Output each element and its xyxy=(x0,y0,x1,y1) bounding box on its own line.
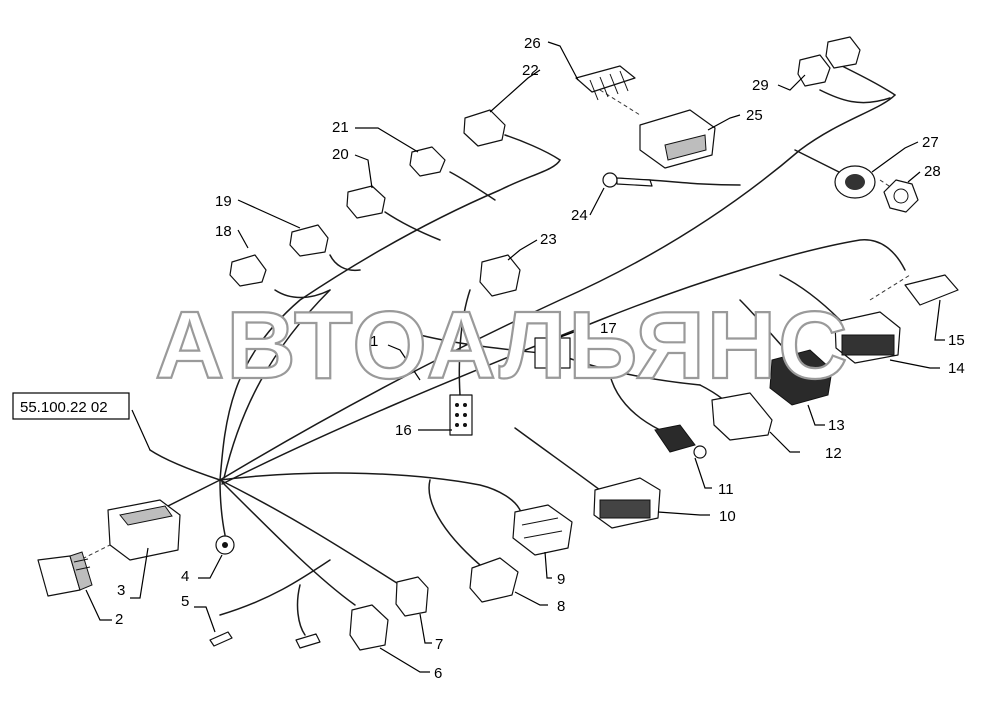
part-18-connector xyxy=(229,254,267,287)
part-29-connectors xyxy=(797,36,861,87)
callout-5: 5 xyxy=(181,593,189,610)
part-11-sensor-plug xyxy=(654,424,707,459)
callout-11: 11 xyxy=(718,481,734,498)
drawing-code-box xyxy=(12,392,130,420)
callout-14: 14 xyxy=(948,360,965,377)
callout-4: 4 xyxy=(181,568,189,585)
part-3-connector-housing xyxy=(107,499,181,561)
callout-23: 23 xyxy=(540,231,557,248)
callout-13: 13 xyxy=(828,417,845,434)
callout-21: 21 xyxy=(332,119,349,136)
leader-lines xyxy=(85,41,945,673)
callout-19: 19 xyxy=(215,193,232,210)
part-10-multi-pin-connector xyxy=(593,477,661,529)
part-5-blade-terminals xyxy=(209,631,321,649)
callout-12: 12 xyxy=(825,445,842,462)
part-17-junction-box xyxy=(534,337,571,369)
callout-labels: 1 2 3 4 5 6 7 8 9 10 11 12 13 14 15 16 1… xyxy=(115,35,965,682)
part-25-control-module xyxy=(639,109,716,169)
part-24-ring-terminal xyxy=(602,172,653,188)
callout-20: 20 xyxy=(332,146,349,163)
callout-7: 7 xyxy=(435,636,443,653)
callout-10: 10 xyxy=(719,508,736,525)
callout-3: 3 xyxy=(117,582,125,599)
callout-2: 2 xyxy=(115,611,123,628)
part-22-connector xyxy=(463,109,506,147)
part-19-connector xyxy=(289,224,329,257)
part-28-lock-nut xyxy=(883,179,919,213)
callout-28: 28 xyxy=(924,163,941,180)
part-14-connector-block xyxy=(834,311,901,364)
callout-16: 16 xyxy=(395,422,412,439)
callout-1: 1 xyxy=(370,333,378,350)
part-27-round-connector xyxy=(834,165,876,199)
part-9-connector-stack xyxy=(512,504,573,556)
part-26-multi-pin-plug xyxy=(575,65,636,101)
part-4-ring-terminal xyxy=(215,535,235,555)
part-2-relay-plug xyxy=(37,551,93,597)
callout-6: 6 xyxy=(434,665,442,682)
part-7-connector xyxy=(395,576,429,617)
drawing-code: 55.100.22 02 xyxy=(20,399,108,416)
callout-24: 24 xyxy=(571,207,588,224)
part-15-plug xyxy=(904,274,959,306)
part-20-connector xyxy=(346,185,386,219)
callout-29: 29 xyxy=(752,77,769,94)
part-13-relay-box xyxy=(769,349,833,406)
part-8-connector xyxy=(469,557,519,603)
callout-27: 27 xyxy=(922,134,939,151)
callout-26: 26 xyxy=(524,35,541,52)
watermark-text: АВТОАЛЬЯНС xyxy=(155,292,849,399)
part-12-connector xyxy=(711,392,773,441)
callout-25: 25 xyxy=(746,107,763,124)
part-23-connector xyxy=(479,254,521,297)
callout-15: 15 xyxy=(948,332,965,349)
part-6-connector xyxy=(349,604,389,651)
callout-22: 22 xyxy=(522,62,539,79)
callout-18: 18 xyxy=(215,223,232,240)
part-16-fuse-holder xyxy=(449,394,473,436)
callout-9: 9 xyxy=(557,571,565,588)
callout-8: 8 xyxy=(557,598,565,615)
callout-17: 17 xyxy=(600,320,617,337)
part-21-connector xyxy=(409,146,446,177)
